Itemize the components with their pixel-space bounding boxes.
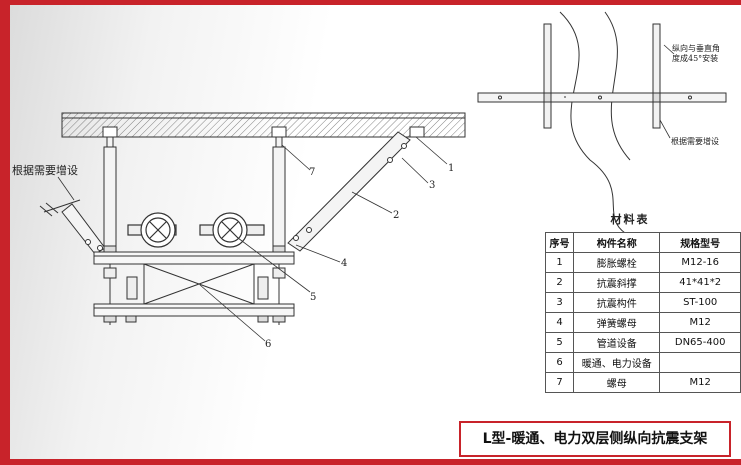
materials-title: 材料表 <box>610 213 650 226</box>
callout-7: 7 <box>309 167 315 178</box>
spring-nuts <box>103 267 286 300</box>
cell-spec <box>659 352 741 373</box>
table-row: 5 管道设备 DN65-400 <box>544 332 741 353</box>
leader-lines <box>57 136 448 342</box>
cell-index: 5 <box>544 332 575 353</box>
cell-name: 螺母 <box>573 372 661 393</box>
materials-table: 序号 构件名称 规格型号 1 膨胀螺栓 M12-16 2 抗震斜撑 41*41*… <box>544 232 741 393</box>
cell-spec: M12-16 <box>659 252 741 273</box>
table-row: 4 弹簧螺母 M12 <box>544 312 741 333</box>
frame-top <box>0 0 741 5</box>
cell-index: 6 <box>544 352 575 373</box>
ceiling-slab <box>61 112 466 138</box>
drawing-title: L型-暖通、电力双层侧纵向抗震支架 <box>459 421 731 457</box>
cell-spec: ST-100 <box>659 292 741 313</box>
note-left: 根据需要增设 <box>12 164 78 177</box>
header-index: 序号 <box>544 232 575 253</box>
header-spec: 规格型号 <box>659 232 741 253</box>
pipe-left <box>127 212 177 248</box>
diagonal-brace-left <box>39 199 106 255</box>
anchor-bolts <box>102 126 425 138</box>
cell-index: 3 <box>544 292 575 313</box>
callout-labels: 1 2 3 4 5 6 7 <box>265 163 454 350</box>
cell-name: 弹簧螺母 <box>573 312 661 333</box>
pipe-right <box>199 212 265 248</box>
header-name: 构件名称 <box>573 232 661 253</box>
upper-channel <box>93 251 295 265</box>
callout-1: 1 <box>448 163 454 174</box>
cell-index: 7 <box>544 372 575 393</box>
cell-name: 抗震构件 <box>573 292 661 313</box>
table-row: 7 螺母 M12 <box>544 372 741 393</box>
hanger-rod-right <box>272 136 286 325</box>
channel-nuts <box>103 245 286 323</box>
table-row: 1 膨胀螺栓 M12-16 <box>544 252 741 273</box>
lower-channel <box>93 303 295 317</box>
callout-2: 2 <box>393 210 399 221</box>
cell-name: 膨胀螺栓 <box>573 252 661 273</box>
cell-spec: M12 <box>659 372 741 393</box>
frame-bottom <box>0 459 741 465</box>
cell-spec: M12 <box>659 312 741 333</box>
note-top-right: 纵向与垂直角 度成45°安装 <box>672 44 720 63</box>
side-view <box>477 11 727 234</box>
table-row: 3 抗震构件 ST-100 <box>544 292 741 313</box>
cell-index: 2 <box>544 272 575 293</box>
callout-3: 3 <box>429 180 435 191</box>
cell-index: 4 <box>544 312 575 333</box>
table-header-row: 序号 构件名称 规格型号 <box>544 232 741 253</box>
callout-4: 4 <box>341 258 347 269</box>
hanger-rod-left <box>103 136 117 325</box>
frame-left <box>0 0 10 465</box>
cell-spec: 41*41*2 <box>659 272 741 293</box>
callout-6: 6 <box>265 339 271 350</box>
table-row: 6 暖通、电力设备 <box>544 352 741 373</box>
cell-spec: DN65-400 <box>659 332 741 353</box>
cell-name: 抗震斜撑 <box>573 272 661 293</box>
table-row: 2 抗震斜撑 41*41*2 <box>544 272 741 293</box>
equipment-box <box>143 263 255 305</box>
cell-name: 暖通、电力设备 <box>573 352 661 373</box>
note-right: 根据需要增设 <box>671 137 719 146</box>
diagonal-brace-right <box>287 131 411 252</box>
cell-name: 管道设备 <box>573 332 661 353</box>
callout-5: 5 <box>310 292 316 303</box>
cell-index: 1 <box>544 252 575 273</box>
